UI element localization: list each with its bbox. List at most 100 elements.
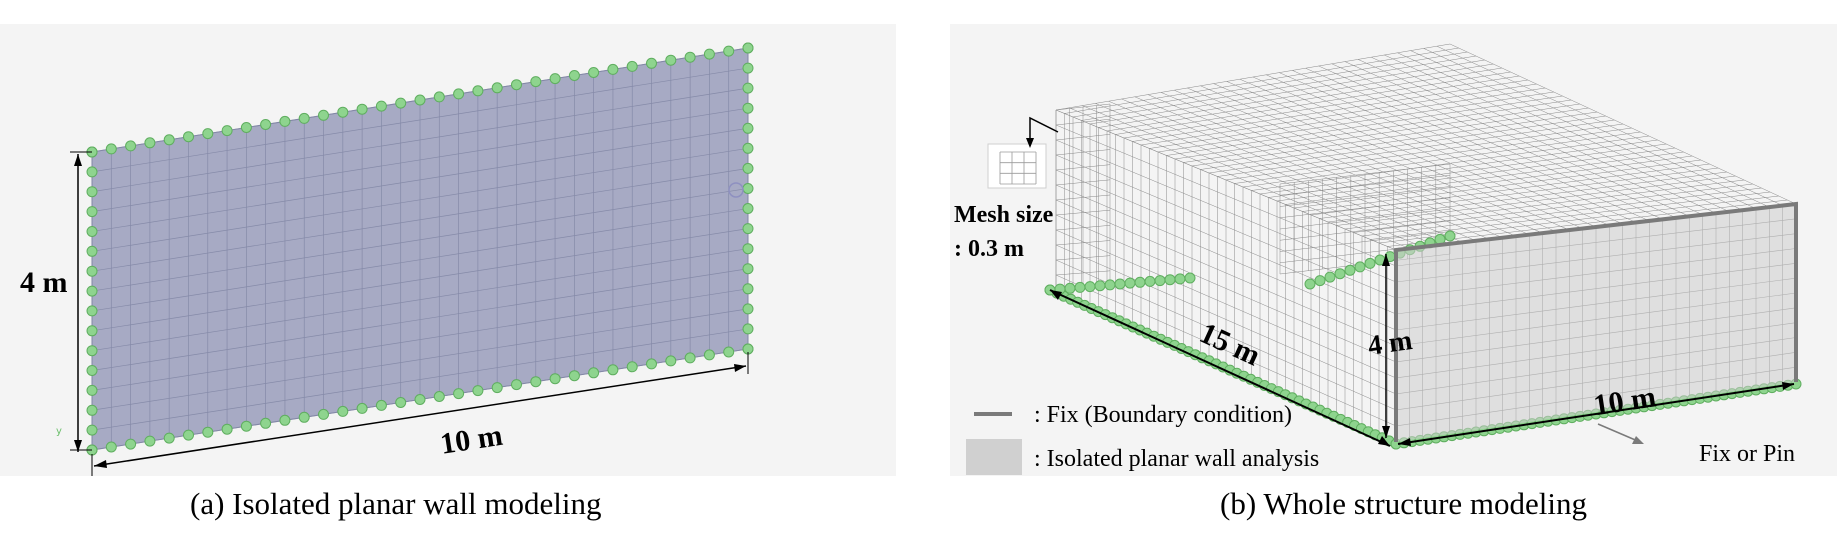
support-node xyxy=(742,82,754,94)
roof-mesh-line xyxy=(1285,151,1684,205)
support-node xyxy=(742,203,754,214)
support-node xyxy=(395,97,407,109)
support-node xyxy=(568,70,580,81)
roof-mesh-line xyxy=(1106,67,1502,132)
support-node xyxy=(1164,274,1176,286)
back-wall-mesh-line xyxy=(1055,164,1111,171)
support-node xyxy=(202,426,214,438)
support-node xyxy=(742,223,754,235)
support-node xyxy=(1094,280,1106,292)
roof-mesh-line xyxy=(1132,79,1528,142)
support-node xyxy=(221,125,233,137)
legend-fix-label: : Fix (Boundary condition) xyxy=(1034,402,1292,428)
axis-y-glyph: y xyxy=(56,426,62,437)
wall-mesh-line xyxy=(91,208,749,312)
roof-mesh-line xyxy=(1259,139,1658,195)
isolated-wall-diagram: 4 m 10 m y xyxy=(20,42,754,476)
support-node xyxy=(491,382,503,394)
support-node xyxy=(1364,257,1376,269)
support-node xyxy=(125,438,137,450)
height-4-arrow-top xyxy=(1382,254,1390,266)
roof-mesh-line xyxy=(1217,119,1615,177)
isolated-wall-panel: 4 m 10 m y xyxy=(0,24,896,476)
support-node xyxy=(86,404,98,416)
roof-mesh-line xyxy=(1098,63,1494,128)
support-node xyxy=(723,346,735,358)
roof-mesh-line xyxy=(1353,183,1753,233)
wall-mesh-line xyxy=(91,168,749,272)
side-wall-mesh-line xyxy=(1055,274,1397,427)
height-label: 4 m xyxy=(20,266,68,299)
whole-structure-panel: Mesh size : 0.3 m 15 m 4 m 10 m : Fix (B… xyxy=(950,24,1837,476)
support-node xyxy=(318,408,329,420)
side-wall-mesh-line xyxy=(1055,109,1397,251)
interior-wall-mesh-line xyxy=(1279,197,1451,218)
wall-mesh-line xyxy=(91,147,749,252)
length-arrow-left xyxy=(94,460,107,468)
support-node xyxy=(742,323,754,335)
support-node xyxy=(183,131,194,143)
height-arrow-bottom xyxy=(74,440,82,452)
back-wall-mesh-line xyxy=(1055,103,1111,111)
caption-isolated-wall: (a) Isolated planar wall modeling xyxy=(190,486,602,521)
support-node xyxy=(1124,277,1136,289)
support-node xyxy=(144,435,156,447)
roof-mesh-line xyxy=(1191,107,1589,167)
support-node xyxy=(86,186,98,198)
support-node xyxy=(568,370,580,382)
mesh-size-title: Mesh size xyxy=(954,202,1054,228)
support-node xyxy=(1314,275,1326,287)
roof-mesh-line xyxy=(1327,171,1727,223)
support-node xyxy=(684,51,696,63)
mesh-size-value: : 0.3 m xyxy=(954,236,1024,262)
mesh-size-inset-grid xyxy=(999,151,1037,185)
wall-mesh-line xyxy=(91,127,749,232)
support-node xyxy=(86,345,98,357)
roof-mesh-line xyxy=(1319,167,1719,219)
roof-mesh-line xyxy=(1310,163,1710,216)
roof-mesh-line xyxy=(1123,75,1520,139)
support-node xyxy=(684,352,696,364)
support-node xyxy=(105,441,117,453)
side-wall-mesh-line xyxy=(1055,124,1397,267)
length-10-arrow-a xyxy=(1398,438,1411,446)
support-node xyxy=(1074,281,1086,293)
support-node xyxy=(298,411,310,423)
support-node xyxy=(221,423,233,435)
wall-mesh-line xyxy=(91,87,749,193)
support-node xyxy=(549,73,561,85)
support-leader-arrow xyxy=(1632,436,1644,444)
length-15-arrow-b xyxy=(1378,436,1390,446)
support-node xyxy=(163,432,175,444)
length-15-dimension xyxy=(1049,289,1391,447)
support-node xyxy=(86,325,98,337)
support-node xyxy=(1134,276,1146,288)
side-wall-mesh-line xyxy=(1055,229,1397,379)
roof-mesh-line xyxy=(1225,123,1624,181)
support-node xyxy=(1344,264,1356,276)
side-wall-mesh-line xyxy=(1055,199,1397,347)
back-wall-mesh-line xyxy=(1055,240,1111,246)
side-wall-mesh-line xyxy=(1055,244,1397,395)
legend-isolated-label: : Isolated planar wall analysis xyxy=(1034,446,1319,472)
support-node xyxy=(433,391,445,402)
support-node xyxy=(318,109,329,121)
support-node xyxy=(742,303,754,315)
support-node xyxy=(395,397,407,408)
roof-mesh-line xyxy=(1251,135,1649,191)
mesh-size-inset xyxy=(987,143,1047,189)
whole-structure-diagram: Mesh size : 0.3 m 15 m 4 m 10 m : Fix (B… xyxy=(954,43,1802,475)
support-node xyxy=(414,94,426,106)
side-wall-mesh-line xyxy=(1055,184,1397,331)
support-node xyxy=(1154,275,1166,287)
interior-wall-mesh-line xyxy=(1279,186,1451,207)
roof-mesh-line xyxy=(1089,59,1485,125)
support-node xyxy=(665,355,677,367)
back-wall-mesh-line xyxy=(1055,118,1111,126)
wall-mesh-grid xyxy=(91,47,749,451)
roof-mesh-line xyxy=(1055,43,1451,111)
roof-mesh-line xyxy=(1166,95,1563,156)
support-node xyxy=(1324,271,1336,283)
support-node xyxy=(646,57,657,69)
support-node xyxy=(742,263,754,275)
